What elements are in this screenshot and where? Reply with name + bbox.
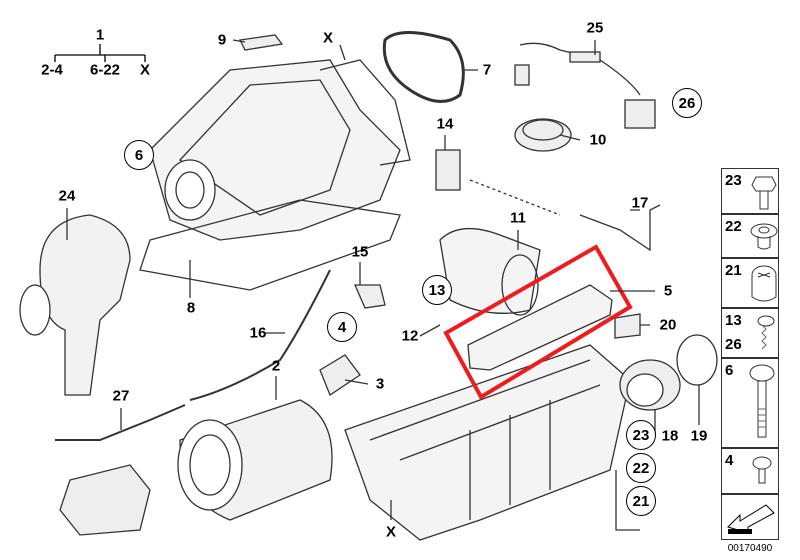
lower-housing	[344, 344, 631, 541]
fastener-22: 22	[721, 214, 779, 258]
diagram-code: 00170490	[727, 543, 773, 554]
label-3: 3	[375, 375, 385, 393]
label-20: 20	[659, 316, 677, 334]
label-24: 24	[58, 187, 76, 205]
label-6: 6	[124, 140, 154, 170]
hex-bolt-icon	[751, 176, 777, 210]
label-23: 23	[626, 420, 656, 450]
label-16: 16	[249, 324, 267, 342]
fastener-number: 13	[725, 312, 742, 329]
label-x-top: X	[139, 61, 151, 79]
fastener-number: 26	[725, 336, 742, 353]
label-1: 1	[95, 26, 105, 44]
fastener-6: 6	[721, 358, 779, 448]
fastener-4: 4	[721, 448, 779, 494]
gasket-8	[139, 199, 401, 291]
label-x3: X	[385, 523, 397, 541]
long-bolt-icon	[749, 364, 775, 438]
fastener-number: 6	[725, 362, 734, 379]
label-25: 25	[586, 19, 604, 37]
screw-icon	[757, 315, 775, 350]
label-4: 4	[327, 312, 357, 342]
washer-icon	[750, 223, 778, 250]
label-19: 19	[690, 427, 708, 445]
direction-arrow-panel	[721, 494, 779, 540]
intake-silencer-housing	[149, 59, 411, 241]
fastener-number: 4	[725, 452, 734, 469]
label-13: 13	[422, 275, 452, 305]
label-22: 22	[626, 453, 656, 483]
label-21: 21	[626, 486, 656, 516]
label-7: 7	[482, 61, 492, 79]
clip-nut-icon	[751, 265, 777, 302]
label-2-4: 2-4	[41, 61, 63, 79]
fastener-number: 22	[725, 218, 742, 235]
fastener-23: 23	[721, 168, 779, 214]
label-8: 8	[186, 299, 196, 317]
label-2: 2	[271, 357, 281, 375]
fastener-number: 21	[725, 262, 742, 279]
label-6-22: 6-22	[89, 61, 121, 79]
label-26: 26	[672, 88, 702, 118]
label-10: 10	[589, 131, 607, 149]
label-x2: X	[322, 29, 334, 47]
fastener-13-26: 13 26	[721, 308, 779, 358]
label-12: 12	[401, 327, 419, 345]
fastener-21: 21	[721, 258, 779, 308]
label-27: 27	[112, 387, 130, 405]
pan-screw-icon	[752, 456, 772, 484]
arrow-icon	[727, 504, 775, 534]
label-9: 9	[217, 31, 227, 49]
label-11: 11	[510, 209, 526, 227]
label-15: 15	[351, 243, 369, 261]
fastener-number: 23	[725, 172, 742, 189]
label-5: 5	[663, 282, 673, 300]
label-17: 17	[631, 194, 649, 212]
label-14: 14	[436, 115, 454, 133]
highlight-box	[443, 244, 633, 400]
label-18: 18	[661, 427, 679, 445]
